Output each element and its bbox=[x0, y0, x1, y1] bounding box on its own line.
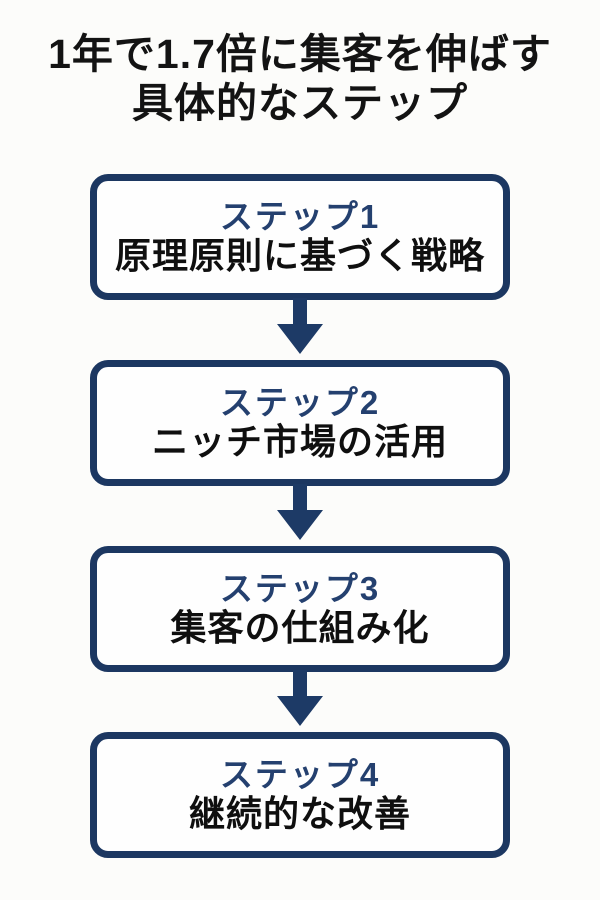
step-1-description: 原理原則に基づく戦略 bbox=[114, 235, 485, 277]
step-box-3: ステップ3 集客の仕組み化 bbox=[90, 546, 510, 673]
page-title: 1年で1.7倍に集客を伸ばす 具体的なステップ bbox=[48, 30, 552, 128]
step-4-description: 継続的な改善 bbox=[188, 793, 411, 835]
step-2-description: ニッチ市場の活用 bbox=[151, 421, 448, 463]
step-box-2: ステップ2 ニッチ市場の活用 bbox=[90, 360, 510, 487]
step-3-label: ステップ3 bbox=[219, 570, 381, 608]
step-2-label: ステップ2 bbox=[219, 384, 381, 422]
step-1-label: ステップ1 bbox=[219, 198, 381, 236]
arrow-down-icon bbox=[275, 484, 325, 546]
step-4-label: ステップ4 bbox=[219, 756, 381, 794]
step-box-4: ステップ4 継続的な改善 bbox=[90, 732, 510, 859]
page-title-line1: 1年で1.7倍に集客を伸ばす bbox=[48, 31, 552, 77]
arrow-down-icon bbox=[275, 298, 325, 360]
step-flowchart: ステップ1 原理原則に基づく戦略 ステップ2 ニッチ市場の活用 ステップ3 集客… bbox=[90, 174, 510, 859]
page-title-line2: 具体的なステップ bbox=[131, 80, 468, 127]
step-3-description: 集客の仕組み化 bbox=[170, 607, 430, 649]
step-box-1: ステップ1 原理原則に基づく戦略 bbox=[90, 174, 510, 301]
arrow-down-icon bbox=[275, 670, 325, 732]
